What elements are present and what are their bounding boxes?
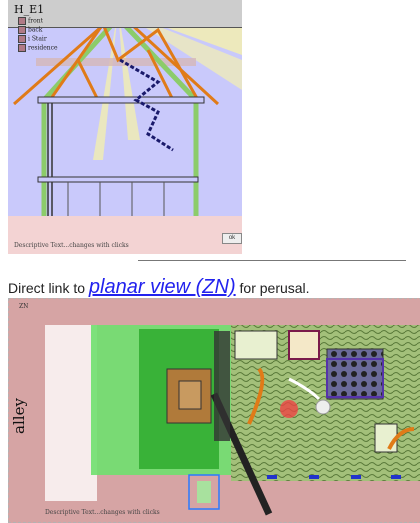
truss — [48, 20, 200, 101]
legend-swatch[interactable] — [18, 26, 26, 34]
legend-swatch[interactable] — [18, 17, 26, 25]
link-suffix: for perusal. — [239, 280, 310, 296]
link-prefix: Direct link to — [8, 280, 86, 296]
window-mark — [391, 475, 401, 479]
room — [288, 330, 320, 360]
section-title: H_E1 — [14, 3, 45, 16]
window-mark — [309, 475, 319, 479]
fixture — [280, 400, 298, 418]
plan-caption: Descriptive Text...changes with clicks — [45, 509, 160, 516]
plan-title: ZN — [19, 303, 29, 310]
stair-block — [214, 331, 230, 441]
section-view-panel[interactable]: H_E1 front back i Stair residence ok Des… — [8, 0, 242, 254]
legend-swatch[interactable] — [18, 35, 26, 43]
marker-box — [188, 474, 220, 510]
room — [234, 330, 278, 360]
fixture — [315, 399, 331, 415]
legend-item-back[interactable]: back — [18, 26, 42, 35]
truss — [146, 49, 175, 101]
legend-item-residence[interactable]: residence — [18, 44, 58, 53]
planar-view-link[interactable]: planar view (ZN) — [88, 276, 236, 298]
alley-label: alley — [9, 398, 28, 434]
marker-fill — [197, 481, 211, 503]
floor-beam — [37, 96, 205, 104]
legend-item-front[interactable]: front — [18, 17, 43, 26]
zoom-button[interactable]: ok — [222, 233, 242, 244]
section-header — [8, 0, 242, 28]
link-line: Direct link to planar view (ZN) for peru… — [8, 276, 310, 299]
pale-block — [45, 325, 97, 501]
section-caption: Descriptive Text...changes with clicks — [14, 242, 129, 249]
window-mark — [267, 475, 277, 479]
ceiling-band — [36, 58, 196, 66]
house-wall — [41, 14, 199, 216]
plan-drawing[interactable] — [9, 299, 420, 522]
window-mark — [351, 475, 361, 479]
planar-view-panel[interactable]: ZN alley Descriptive Text...changes with… — [8, 298, 420, 523]
light-beam — [118, 10, 140, 140]
stair-line — [119, 58, 174, 152]
room-border — [326, 358, 384, 398]
ground-strip — [8, 216, 242, 254]
divider — [138, 260, 406, 261]
white-path — [288, 377, 321, 401]
light-beam — [118, 10, 242, 90]
truss — [76, 59, 100, 101]
room — [326, 348, 384, 400]
orange-path — [247, 367, 265, 425]
pavilion-core — [178, 380, 202, 410]
floor-beam — [37, 176, 199, 183]
legend-item-stair[interactable]: i Stair — [18, 35, 47, 44]
legend-swatch[interactable] — [18, 44, 26, 52]
orange-path — [387, 427, 415, 450]
